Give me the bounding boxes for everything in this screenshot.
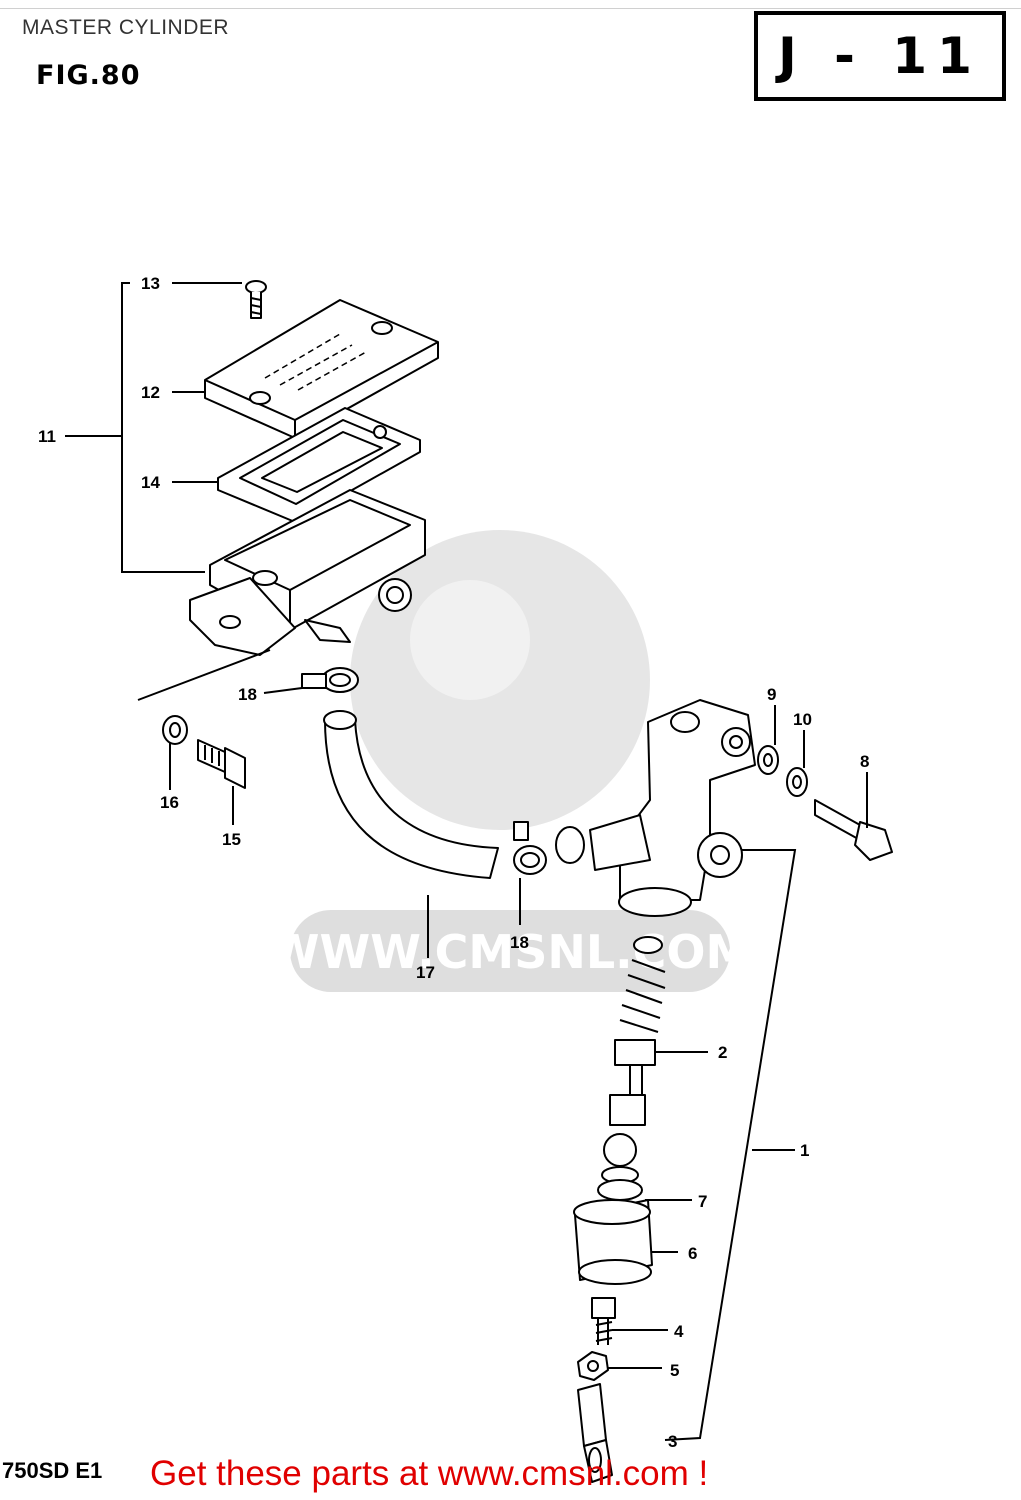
callout-11: 11 <box>38 427 56 446</box>
part-boot-6 <box>573 1199 653 1285</box>
section-code-box: J - 11 <box>754 11 1006 101</box>
callout-7: 7 <box>698 1192 707 1211</box>
callout-18-bottom: 18 <box>510 933 529 952</box>
part-master-cylinder-body <box>555 699 756 917</box>
footer-promo-link[interactable]: Get these parts at www.cmsnl.com ! <box>150 1454 709 1493</box>
callout-2: 2 <box>718 1043 727 1062</box>
callout-labels: 13 12 11 14 18 16 15 17 18 9 10 8 2 1 7 … <box>38 274 869 1451</box>
callout-16: 16 <box>160 793 179 812</box>
part-rod-4 <box>591 1297 616 1345</box>
callout-12: 12 <box>141 383 160 402</box>
part-hose-clamp-18-bottom <box>513 821 547 875</box>
callout-5: 5 <box>670 1361 679 1380</box>
callout-14: 14 <box>141 473 160 492</box>
watermark-text: WWW.CMSNL.COM <box>269 925 752 979</box>
callout-8: 8 <box>860 752 869 771</box>
part-reservoir-cap-12 <box>204 299 439 439</box>
callout-10: 10 <box>793 710 812 729</box>
part-hose-clamp-18-top <box>301 667 359 693</box>
callout-1: 1 <box>800 1141 809 1160</box>
part-washer-9 <box>757 745 779 775</box>
callout-4: 4 <box>674 1322 684 1341</box>
part-hose-17 <box>323 710 499 879</box>
part-clevis-3 <box>577 1383 613 1483</box>
part-reservoir-body <box>189 489 426 656</box>
page-title: MASTER CYLINDER <box>22 16 230 39</box>
callout-13: 13 <box>141 274 160 293</box>
part-washer-16 <box>162 715 188 745</box>
callout-15: 15 <box>222 830 241 849</box>
figure-label: FIG.80 <box>36 60 141 91</box>
watermark: WWW.CMSNL.COM <box>269 530 752 992</box>
part-nut-5 <box>577 1351 609 1381</box>
leader-lines <box>65 282 868 1441</box>
callout-9: 9 <box>767 685 776 704</box>
model-code: 750SD E1 <box>2 1458 103 1483</box>
top-rule <box>0 8 1021 9</box>
part-bolt-8 <box>814 799 893 861</box>
callout-18-top: 18 <box>238 685 257 704</box>
part-bolt-15 <box>197 739 246 789</box>
callout-17: 17 <box>416 963 435 982</box>
callout-3: 3 <box>668 1432 677 1451</box>
part-diaphragm-14 <box>217 407 421 523</box>
part-piston-assembly-2 <box>609 936 666 1126</box>
part-cup-7 <box>597 1133 643 1201</box>
part-screw-13 <box>245 280 267 319</box>
callout-6: 6 <box>688 1244 697 1263</box>
part-washer-10 <box>786 767 808 797</box>
